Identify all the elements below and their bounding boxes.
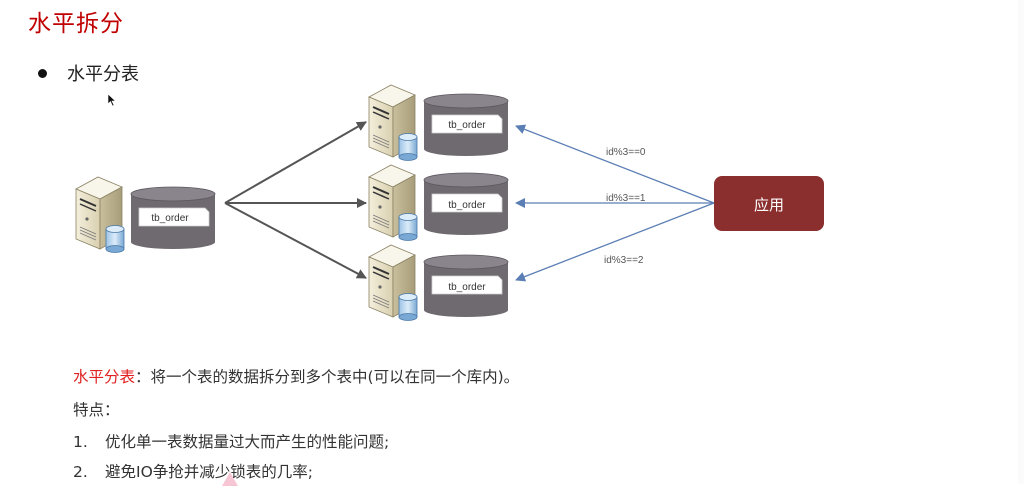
split-arrow-0 bbox=[224, 121, 367, 204]
target-table-label: tb_order bbox=[448, 282, 486, 293]
server-icon bbox=[368, 164, 418, 242]
app-label: 应用 bbox=[754, 196, 784, 214]
route-arrow-2 bbox=[515, 202, 715, 282]
features-label: 特点： bbox=[73, 401, 120, 419]
description-text: ：将一个表的数据拆分到多个表中(可以在同一个库内)。 bbox=[135, 368, 520, 386]
slide-title: 水平拆分 bbox=[28, 11, 124, 37]
target-database-2: tb_order bbox=[368, 244, 509, 322]
route-label-0: id%3==0 bbox=[606, 147, 646, 158]
feature-text: 优化单一表数据量过大而产生的性能问题; bbox=[105, 433, 390, 451]
server-icon bbox=[368, 244, 418, 322]
bullet-text: 水平分表 bbox=[67, 64, 139, 85]
feature-item: 2. 避免IO争抢并减少锁表的几率; bbox=[73, 460, 313, 482]
server-icon bbox=[368, 84, 418, 162]
server-icon bbox=[75, 176, 125, 254]
feature-item: 1. 优化单一表数据量过大而产生的性能问题; bbox=[73, 430, 389, 452]
split-arrow-2 bbox=[224, 202, 367, 279]
target-database-0: tb_order bbox=[368, 84, 509, 162]
feature-number: 1. bbox=[73, 433, 88, 451]
feature-text: 避免IO争抢并减少锁表的几率; bbox=[105, 463, 313, 481]
target-table-label: tb_order bbox=[448, 120, 486, 131]
bullet-dot-icon bbox=[38, 68, 47, 78]
slide-edge bbox=[1018, 0, 1024, 484]
source-table-label: tb_order bbox=[151, 213, 189, 224]
description: 水平分表：将一个表的数据拆分到多个表中(可以在同一个库内)。 bbox=[73, 365, 519, 387]
app-box: 应用 bbox=[714, 176, 824, 231]
route-label-1: id%3==1 bbox=[606, 193, 646, 204]
target-table-label: tb_order bbox=[448, 200, 486, 211]
source-database: tb_order bbox=[75, 176, 216, 254]
route-arrow-0 bbox=[515, 124, 715, 204]
mouse-cursor-icon bbox=[107, 93, 117, 107]
route-label-2: id%3==2 bbox=[604, 255, 644, 266]
description-highlight: 水平分表 bbox=[73, 368, 136, 386]
feature-number: 2. bbox=[73, 463, 88, 481]
bullet-item: 水平分表 bbox=[38, 60, 139, 86]
pointer-marker-icon bbox=[222, 472, 238, 486]
target-database-1: tb_order bbox=[368, 164, 509, 242]
